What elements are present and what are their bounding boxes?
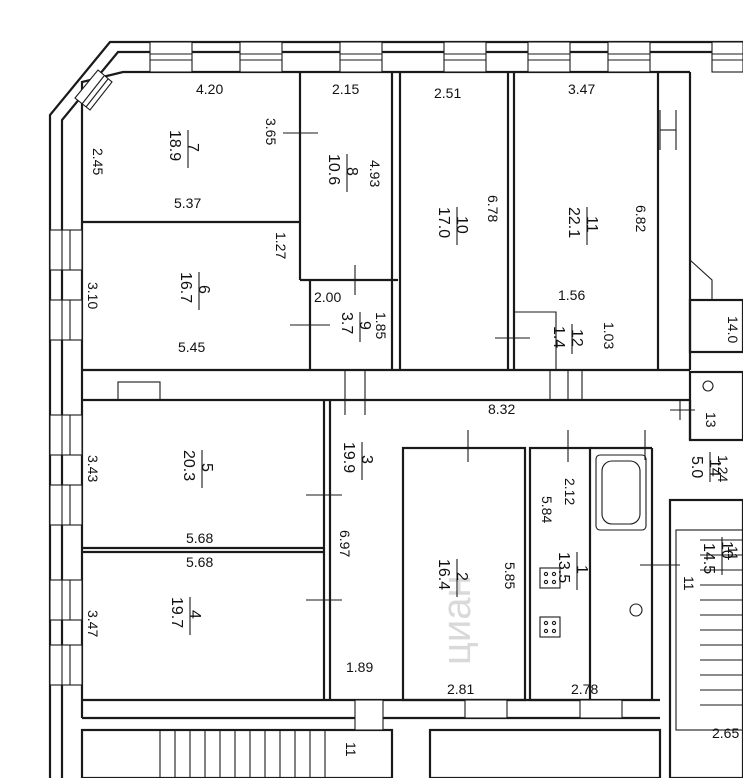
room-12-area: 1.4 <box>550 326 567 348</box>
dim-2-81: 2.81 <box>447 681 474 697</box>
dim-4-20: 4.20 <box>196 81 223 97</box>
interior-walls <box>80 72 743 778</box>
dim-1-03: 1.03 <box>601 322 617 349</box>
dim-2-51: 2.51 <box>434 85 461 101</box>
room-2-area: 16.4 <box>435 559 452 590</box>
dimension-labels: 4.20 2.15 2.51 3.47 3.65 4.93 6.78 6.82 … <box>85 81 649 697</box>
room-3-area: 19.9 <box>340 442 357 473</box>
room-4-number: 4 <box>186 610 203 619</box>
room-11-number: 11 <box>583 216 600 233</box>
room-9-number: 9 <box>356 321 373 330</box>
room-1-number: 1 <box>573 565 590 574</box>
dim-2-45: 2.45 <box>90 148 106 175</box>
dim-1-27: 1.27 <box>273 232 289 259</box>
bottom-right-dim: 2.65 <box>712 725 739 741</box>
room-6-number: 6 <box>195 285 212 294</box>
room-5-number: 5 <box>198 463 215 472</box>
dim-6-82: 6.82 <box>633 205 649 232</box>
room-1-area: 13.5 <box>555 552 572 583</box>
left-windows <box>49 229 83 686</box>
dim-3-47-left: 3.47 <box>85 610 101 637</box>
dim-2-00: 2.00 <box>314 289 341 305</box>
dim-5-68-upper: 5.68 <box>186 530 213 546</box>
room-7-number: 7 <box>184 143 201 152</box>
dim-4-93: 4.93 <box>367 160 383 187</box>
dim-6-78: 6.78 <box>485 195 501 222</box>
stair-label-right: 11 <box>681 576 697 591</box>
room-11-area: 22.1 <box>565 207 582 238</box>
room-3-number: 3 <box>358 455 375 464</box>
room-8-number: 8 <box>343 167 360 176</box>
room-14-dim: 1.24 <box>715 455 731 482</box>
room-2-number: 2 <box>453 572 470 581</box>
right-small-label: 11 <box>725 546 741 561</box>
right-edge-area: 14.0 <box>725 316 741 343</box>
room-10a-area: 14.5 <box>700 543 717 574</box>
dim-5-45: 5.45 <box>178 339 205 355</box>
room-5-area: 20.3 <box>180 450 197 481</box>
stair-label-bottom: 11 <box>343 742 359 757</box>
room-14-area: 5.0 <box>688 456 705 478</box>
room-6-area: 16.7 <box>177 272 194 303</box>
room-10-area: 17.0 <box>435 207 452 238</box>
room-8-area: 10.6 <box>325 154 342 185</box>
fraction-bars <box>187 130 723 635</box>
room-10-number: 10 <box>453 216 470 234</box>
dim-3-47: 3.47 <box>568 81 595 97</box>
room-4-area: 19.7 <box>168 597 185 628</box>
dim-2-78: 2.78 <box>571 681 598 697</box>
dim-3-10: 3.10 <box>85 282 101 309</box>
dim-3-65: 3.65 <box>263 118 279 145</box>
dim-1-85: 1.85 <box>373 312 389 339</box>
dim-5-68-lower: 5.68 <box>186 554 213 570</box>
outer-walls <box>48 40 743 778</box>
room-12-number: 12 <box>568 329 585 347</box>
dim-1-56: 1.56 <box>558 287 585 303</box>
dim-8-32: 8.32 <box>488 401 515 417</box>
room-7-area: 18.9 <box>166 130 183 161</box>
dim-6-97: 6.97 <box>337 530 353 557</box>
dim-5-85: 5.85 <box>502 562 518 589</box>
dim-2-12: 2.12 <box>562 478 578 505</box>
room-9-area: 3.7 <box>338 312 355 334</box>
room-13-label: 13 <box>703 412 719 428</box>
dim-1-89: 1.89 <box>346 659 373 675</box>
dim-5-37: 5.37 <box>174 195 201 211</box>
dim-5-84: 5.84 <box>539 496 555 523</box>
dim-2-15: 2.15 <box>332 81 359 97</box>
dim-3-43: 3.43 <box>85 455 101 482</box>
top-windows <box>74 41 743 111</box>
